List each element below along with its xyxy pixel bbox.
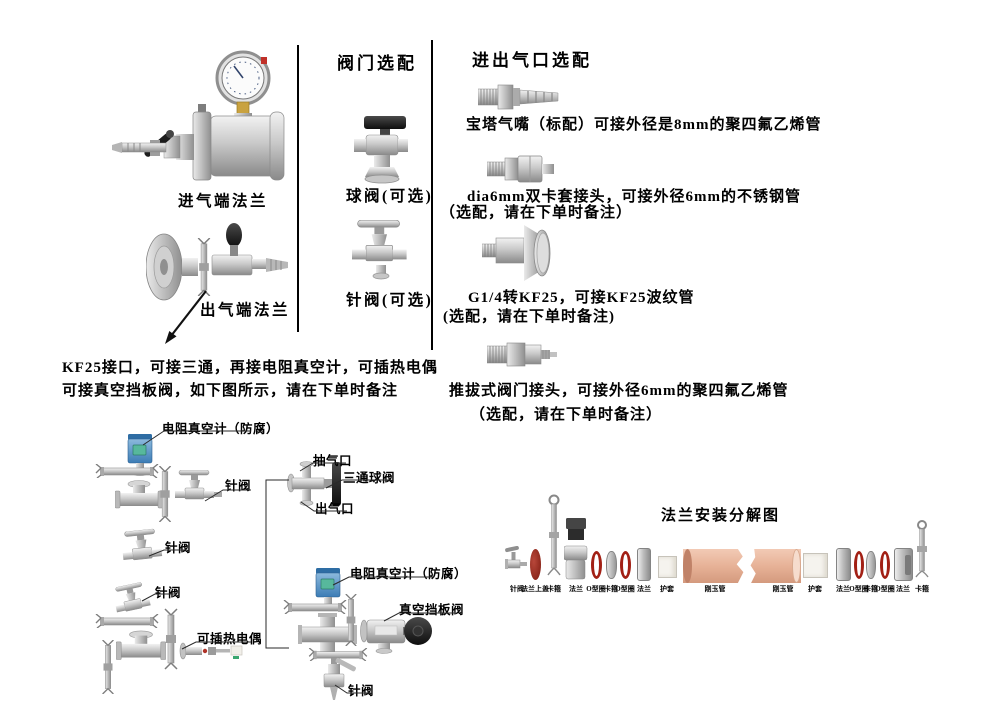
exploded-part-label: 法兰上盖	[521, 585, 549, 593]
exploded-part-label: 刚玉管	[772, 585, 794, 593]
kf25-note-line1: KF25接口，可接三通，再接电阻真空计，可插热电偶	[62, 360, 438, 376]
exploded-part-label: 护套	[808, 585, 822, 593]
exploded-flange-cover	[530, 549, 541, 580]
divider-left	[297, 45, 299, 332]
left-needle-label-2: 针阀	[165, 541, 192, 555]
exploded-part-label: 法兰	[836, 585, 850, 593]
port-options-header: 进出气口选配	[472, 51, 592, 70]
exploded-part-label: 护套	[660, 585, 674, 593]
exploded-tube-right	[750, 549, 801, 583]
outlet-arrow-head	[165, 331, 177, 344]
exploded-clamp-clip-2	[866, 551, 876, 579]
pushpull-fitting-note: （选配，请在下单时备注）	[470, 407, 663, 423]
g14-kf25-desc: G1/4转KF25，可接KF25波纹管	[468, 290, 695, 306]
mid-needle-label: 针阀	[348, 684, 375, 698]
left-needle-label-1: 针阀	[225, 479, 252, 493]
out-port-label: 出气口	[315, 502, 355, 516]
left-needle-label-3: 针阀	[155, 586, 182, 600]
exploded-part-label: O型圈	[586, 585, 606, 593]
exploded-clamp-tall-right	[915, 520, 929, 583]
divider-right	[431, 40, 433, 350]
exploded-part-label: 卡箍	[864, 585, 878, 593]
needle-valve-label: 针阀(可选)	[346, 292, 434, 309]
intake-flange-photo	[112, 40, 297, 195]
exploded-tube-left	[683, 549, 744, 583]
outlet-flange-photo	[145, 222, 296, 312]
exploded-part-label: 卡箍	[604, 585, 618, 593]
exploded-flange-4	[894, 548, 913, 581]
exploded-part-label: 卡箍	[915, 585, 929, 593]
exploded-part-label: 法兰	[637, 585, 651, 593]
flapper-valve-label: 真空挡板阀	[399, 603, 465, 617]
thermocouple-label: 可插热电偶	[197, 632, 263, 646]
ferrule-fitting-photo	[486, 152, 555, 190]
ferrule-fitting-note: （选配，请在下单时备注）	[440, 205, 633, 221]
g14-kf25-note: (选配，请在下单时备注)	[443, 309, 615, 325]
exploded-part-label: O型圈	[849, 585, 869, 593]
exploded-oring-3	[854, 551, 864, 579]
ball-valve-photo	[350, 108, 408, 191]
exploded-part-label: O型圈	[875, 585, 895, 593]
barb-fitting-desc: 宝塔气嘴（标配）可接外径是8mm的聚四氟乙烯管	[466, 117, 822, 133]
exploded-oring-4	[880, 551, 890, 579]
pushpull-fitting-desc: 推拔式阀门接头，可接外径6mm的聚四氟乙烯管	[449, 383, 789, 399]
ball-valve-label: 球阀(可选)	[346, 188, 434, 205]
exploded-flange-3	[836, 548, 851, 581]
exploded-oring-1	[591, 551, 602, 579]
exploded-view: 针阀 法兰上盖 卡箍 法兰 O型圈 卡箍	[500, 488, 989, 598]
outlet-flange-label: 出气端法兰	[200, 302, 291, 319]
exploded-needle-valve	[505, 545, 529, 579]
ferrule-fitting-desc: dia6mm双卡套接头，可接外径6mm的不锈钢管	[467, 189, 801, 205]
exploded-part-label: 法兰	[896, 585, 910, 593]
exploded-part-label: 卡箍	[547, 585, 561, 593]
valve-options-header: 阀门选配	[337, 54, 417, 73]
needle-valve-photo	[352, 220, 408, 287]
barb-fitting-photo	[477, 82, 560, 117]
kf25-note-line2: 可接真空挡板阀，如下图所示，请在下单时备注	[62, 383, 399, 399]
left-gauge-label: 电阻真空计（防腐）	[162, 422, 280, 436]
g14-kf25-adapter-photo	[481, 223, 556, 288]
left-assembly-diagram	[88, 428, 258, 703]
mid-assembly-diagram	[280, 448, 455, 713]
exploded-flange-1	[563, 518, 588, 585]
exploded-part-label: 刚玉管	[704, 585, 726, 593]
intake-flange-label: 进气端法兰	[178, 193, 269, 210]
exploded-view-title: 法兰安装分解图	[661, 508, 781, 524]
exploded-sheath-right	[803, 553, 828, 578]
exploded-clamp-tall	[547, 494, 561, 581]
exploded-sheath-left	[658, 556, 677, 578]
exploded-part-label: 法兰	[569, 585, 583, 593]
exploded-part-label: 针阀	[510, 585, 524, 593]
pushpull-fitting-photo	[486, 339, 561, 375]
exploded-flange-2	[637, 548, 651, 581]
exploded-part-label: O型圈	[615, 585, 635, 593]
exploded-clamp-clip-1	[606, 551, 617, 579]
mid-gauge-label: 电阻真空计（防腐）	[350, 567, 468, 581]
exploded-oring-2	[620, 551, 631, 579]
three-way-valve-label: 三通球阀	[343, 471, 396, 485]
